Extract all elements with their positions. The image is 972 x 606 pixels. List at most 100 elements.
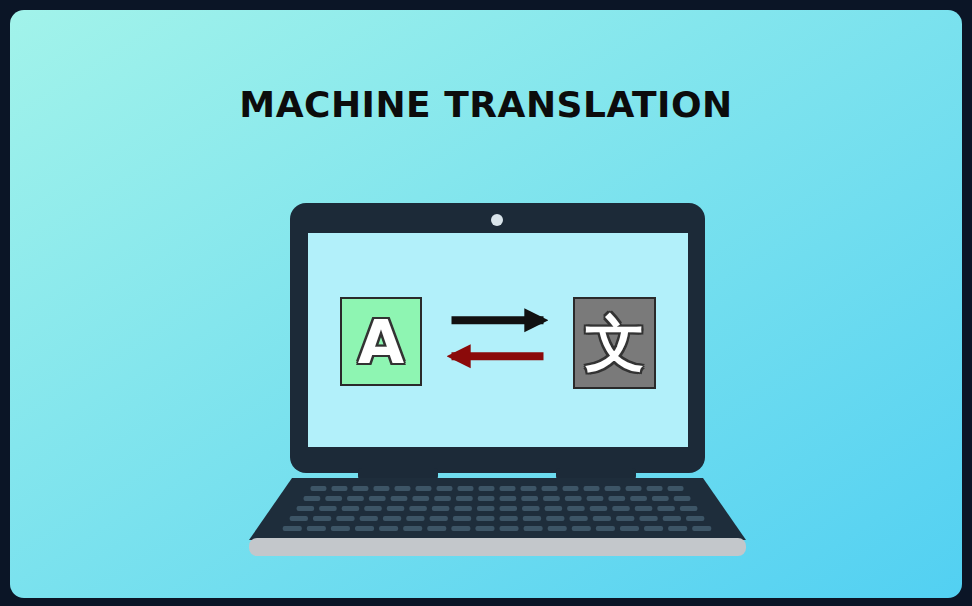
key	[475, 526, 494, 531]
key	[584, 486, 600, 491]
key	[336, 516, 354, 521]
key	[391, 496, 408, 501]
key	[674, 496, 691, 501]
key	[319, 506, 337, 511]
key	[500, 506, 518, 511]
key	[478, 486, 494, 491]
key	[500, 526, 519, 531]
translation-arrow	[452, 316, 544, 324]
key	[387, 506, 405, 511]
key	[342, 506, 360, 511]
key	[686, 516, 704, 521]
key	[310, 486, 326, 491]
key	[546, 516, 564, 521]
key	[456, 496, 473, 501]
key	[369, 496, 386, 501]
language-icon: 文	[573, 297, 656, 389]
key	[644, 526, 663, 531]
key	[605, 486, 621, 491]
key	[383, 516, 401, 521]
key	[563, 486, 579, 491]
key	[451, 526, 470, 531]
key	[668, 526, 687, 531]
key	[542, 486, 558, 491]
language-icon: A	[340, 297, 422, 386]
translation-arrow	[452, 352, 544, 360]
key	[524, 526, 543, 531]
key	[500, 486, 516, 491]
key	[548, 526, 567, 531]
key	[521, 496, 538, 501]
key	[521, 486, 537, 491]
key	[567, 506, 585, 511]
key	[352, 486, 368, 491]
key	[409, 506, 427, 511]
key	[608, 496, 625, 501]
key	[304, 496, 321, 501]
key	[478, 496, 495, 501]
key	[347, 496, 364, 501]
key	[457, 486, 473, 491]
key	[652, 496, 669, 501]
key	[635, 506, 653, 511]
key	[477, 506, 495, 511]
key	[297, 506, 315, 511]
key	[394, 486, 410, 491]
key	[522, 506, 540, 511]
key	[569, 516, 587, 521]
key	[620, 526, 639, 531]
key	[434, 496, 451, 501]
key	[500, 496, 517, 501]
key	[639, 516, 657, 521]
key	[430, 516, 448, 521]
key	[590, 506, 608, 511]
key	[331, 526, 350, 531]
key	[364, 506, 382, 511]
icon-glyph: 文	[585, 313, 645, 373]
key	[355, 526, 374, 531]
key	[432, 506, 450, 511]
key	[596, 526, 615, 531]
key	[680, 506, 698, 511]
key	[476, 516, 494, 521]
key	[360, 516, 378, 521]
key	[668, 486, 684, 491]
key	[692, 526, 711, 531]
key	[415, 486, 431, 491]
key	[290, 516, 308, 521]
key	[630, 496, 647, 501]
key	[283, 526, 302, 531]
key	[657, 506, 675, 511]
camera	[491, 214, 503, 226]
key	[587, 496, 604, 501]
key	[616, 516, 634, 521]
key	[572, 526, 591, 531]
key	[307, 526, 326, 531]
key	[500, 516, 518, 521]
screen	[308, 233, 688, 447]
key	[453, 516, 471, 521]
key	[626, 486, 642, 491]
key	[379, 526, 398, 531]
key	[427, 526, 446, 531]
base-edge	[249, 538, 746, 556]
key	[406, 516, 424, 521]
keys	[283, 486, 712, 531]
key	[593, 516, 611, 521]
key	[543, 496, 560, 501]
key	[523, 516, 541, 521]
key	[454, 506, 472, 511]
key	[331, 486, 347, 491]
screen-bezel	[290, 203, 705, 473]
key	[647, 486, 663, 491]
key	[436, 486, 452, 491]
key	[565, 496, 582, 501]
key	[403, 526, 422, 531]
title: MACHINE TRANSLATION	[0, 84, 972, 125]
key	[545, 506, 563, 511]
key	[612, 506, 630, 511]
key	[373, 486, 389, 491]
key	[412, 496, 429, 501]
icon-glyph: A	[358, 312, 404, 372]
